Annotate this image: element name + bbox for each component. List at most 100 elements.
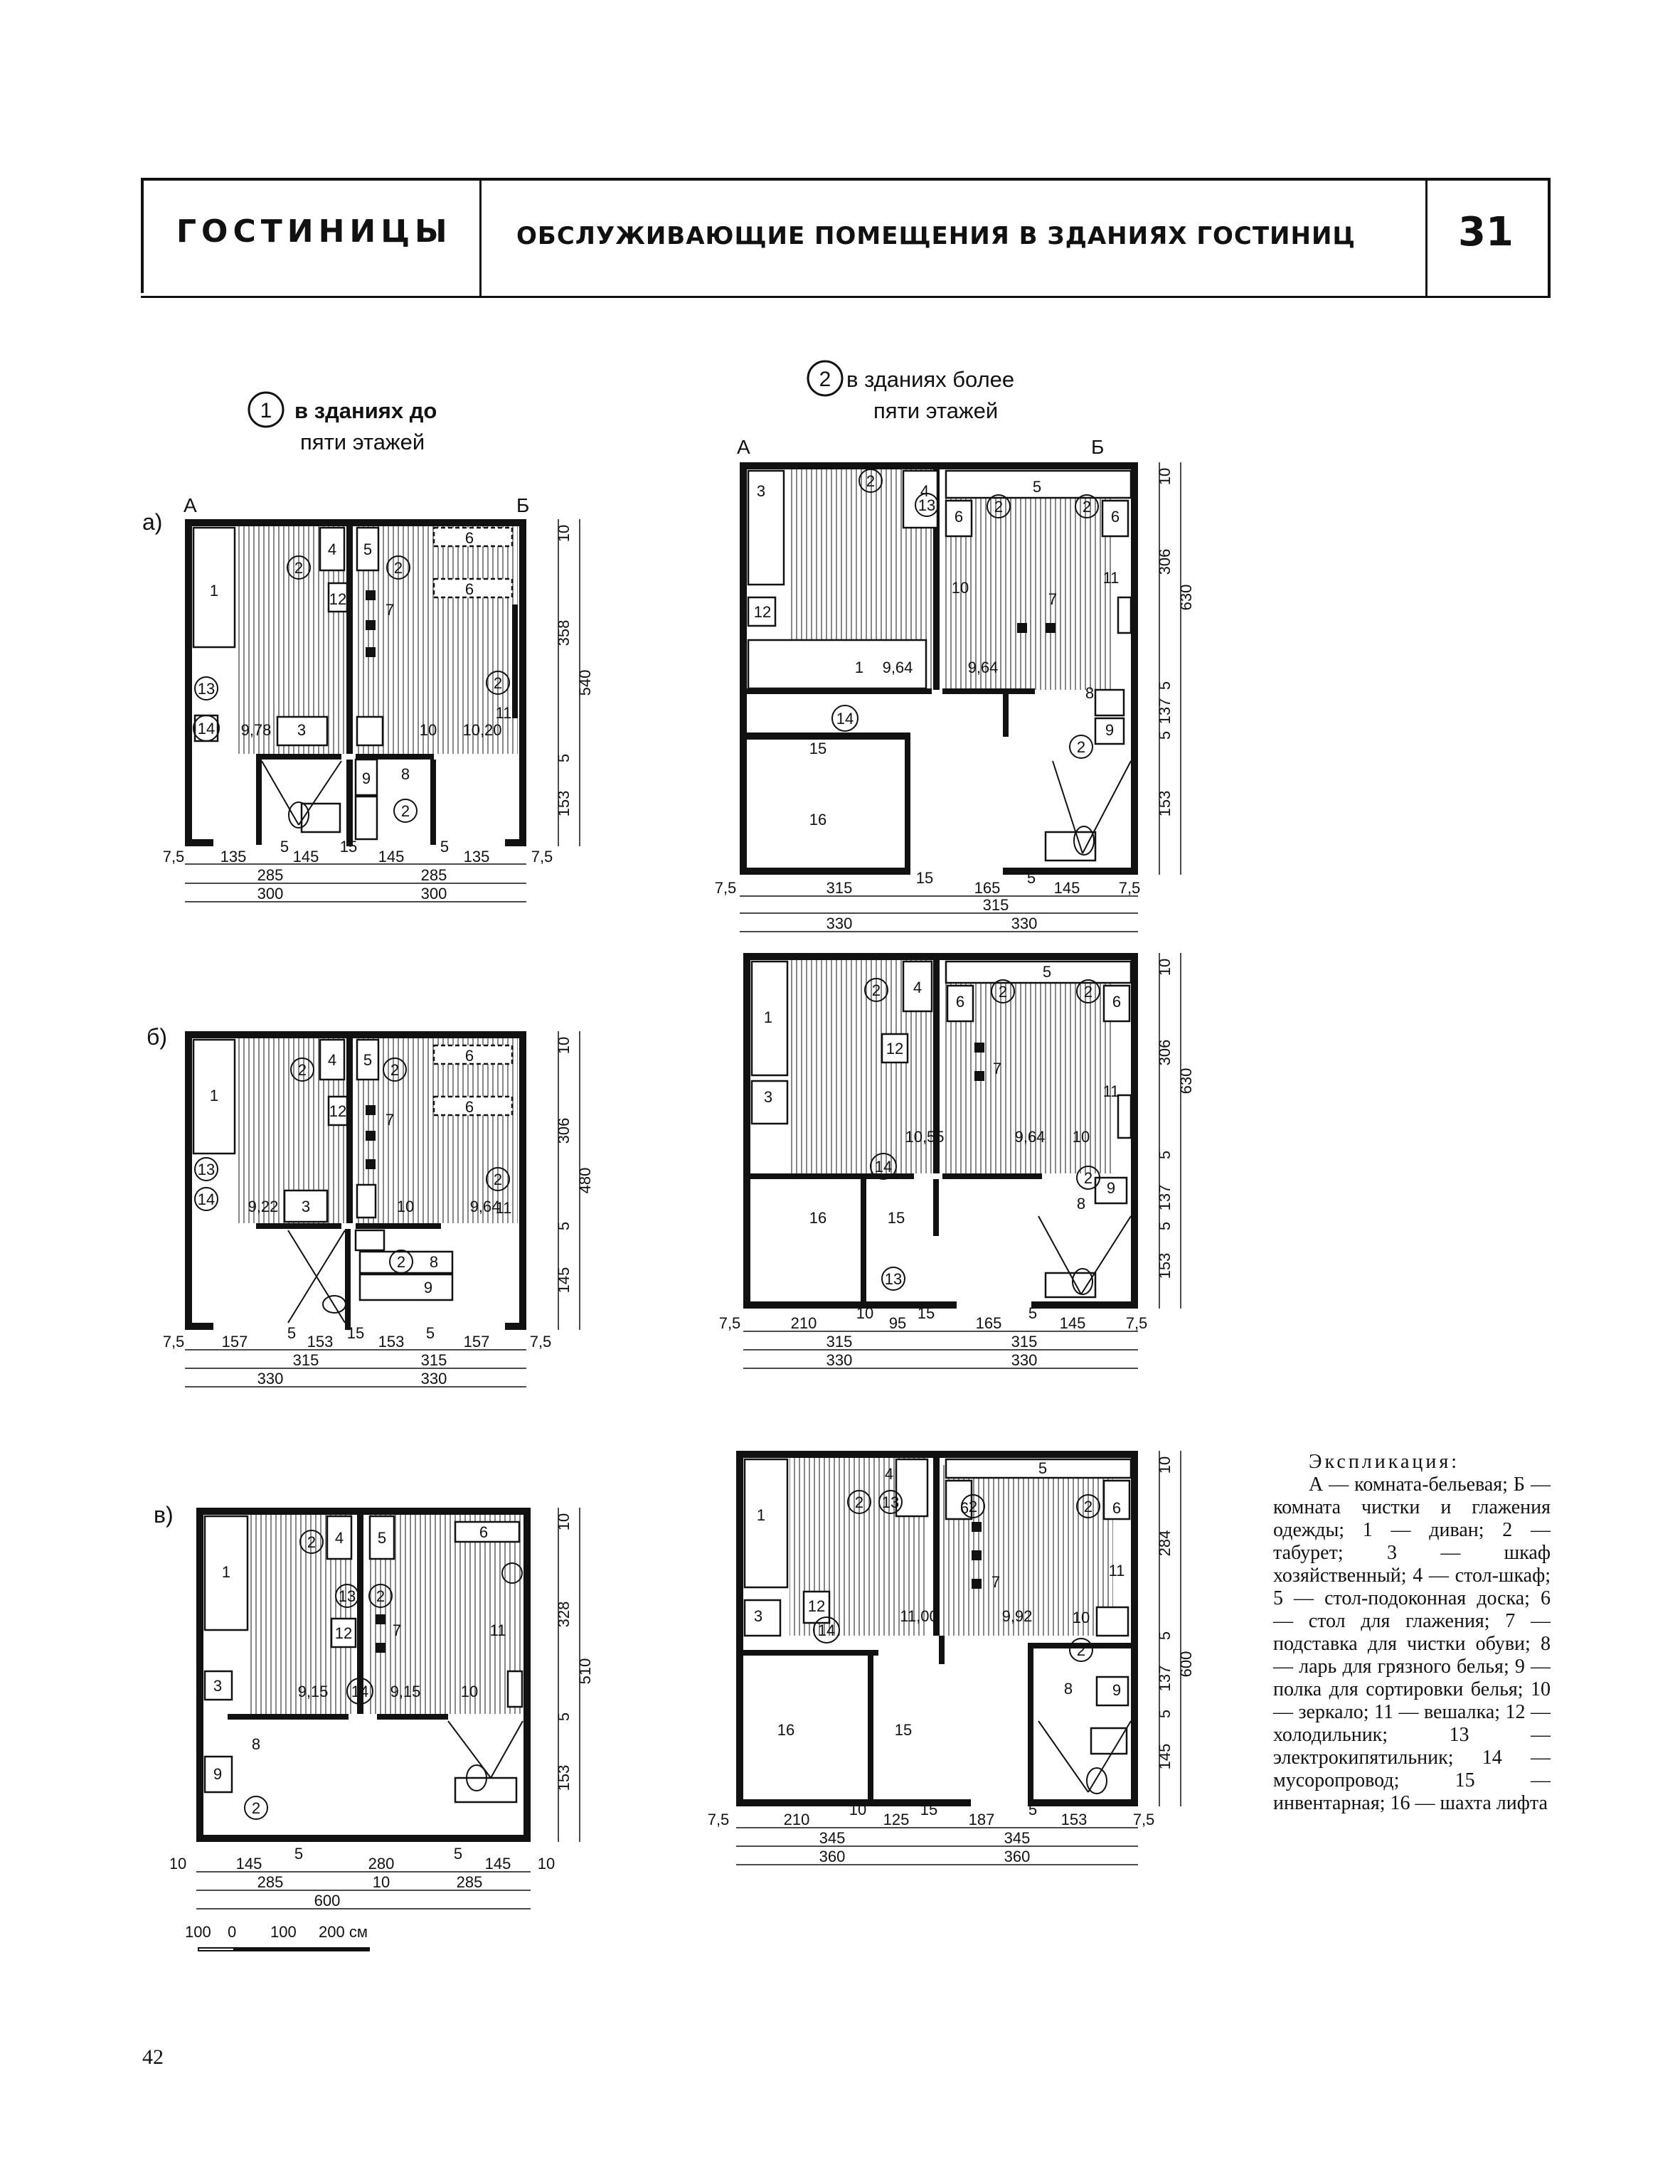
svg-text:7,5: 7,5 [1126,1314,1148,1332]
svg-text:153: 153 [1156,791,1174,817]
svg-text:2: 2 [866,472,875,490]
svg-text:11: 11 [496,1199,512,1217]
svg-text:15: 15 [347,1324,364,1342]
svg-text:165: 165 [976,1314,1002,1332]
svg-text:11: 11 [1103,569,1120,587]
svg-text:10: 10 [555,525,573,542]
corner-a: А [184,494,197,516]
svg-text:2: 2 [994,498,1003,516]
svg-text:200 см: 200 см [319,1923,368,1941]
svg-text:328: 328 [555,1602,573,1628]
svg-text:5: 5 [555,1222,573,1230]
svg-text:5: 5 [378,1529,386,1547]
svg-text:4: 4 [328,1051,336,1069]
svg-text:145: 145 [236,1855,262,1873]
svg-text:7,5: 7,5 [164,848,184,865]
svg-text:6: 6 [960,1499,969,1517]
svg-text:187: 187 [969,1811,995,1828]
svg-text:9,64: 9,64 [1015,1128,1046,1146]
svg-text:11,00: 11,00 [900,1607,937,1625]
svg-text:3: 3 [302,1198,310,1215]
svg-text:8: 8 [430,1253,438,1271]
svg-text:3: 3 [757,482,765,500]
svg-text:8: 8 [252,1735,260,1753]
svg-text:10: 10 [856,1304,873,1322]
svg-text:9: 9 [1112,1681,1121,1699]
svg-text:А: А [737,436,750,458]
svg-text:3: 3 [297,721,306,739]
svg-text:9,15: 9,15 [390,1683,421,1700]
svg-text:330: 330 [1011,915,1038,932]
svg-text:5: 5 [1156,731,1174,740]
svg-text:315: 315 [1011,1333,1038,1351]
svg-text:5: 5 [363,540,372,558]
svg-text:306: 306 [1156,1040,1174,1066]
svg-text:480: 480 [576,1168,594,1194]
group1-line2: пяти этажей [300,430,425,454]
svg-text:16: 16 [809,1209,826,1227]
svg-text:285: 285 [257,1873,284,1891]
svg-text:2: 2 [494,1171,502,1188]
svg-text:16: 16 [809,811,826,829]
svg-text:15: 15 [918,1304,935,1322]
svg-text:6: 6 [465,580,474,598]
page-number: 42 [142,2045,164,2069]
svg-text:4: 4 [885,1465,893,1483]
svg-text:4: 4 [920,482,929,500]
svg-text:145: 145 [1054,879,1080,897]
svg-text:3: 3 [213,1677,222,1695]
svg-text:14: 14 [198,720,215,737]
svg-text:5: 5 [454,1845,462,1863]
svg-text:1: 1 [210,1087,218,1104]
svg-text:315: 315 [421,1351,447,1369]
svg-text:145: 145 [1060,1314,1086,1332]
svg-text:360: 360 [819,1848,846,1865]
svg-text:540: 540 [576,670,594,696]
svg-text:165: 165 [974,879,1001,897]
svg-text:358: 358 [555,620,573,646]
svg-text:5: 5 [294,1845,303,1863]
svg-text:630: 630 [1177,585,1195,611]
svg-text:13: 13 [882,1493,899,1511]
svg-text:153: 153 [378,1333,405,1351]
svg-text:135: 135 [220,848,247,865]
svg-text:330: 330 [1011,1351,1038,1369]
svg-text:12: 12 [329,1102,346,1120]
svg-text:6: 6 [465,529,474,547]
svg-text:15: 15 [916,869,933,887]
svg-text:285: 285 [257,866,284,884]
svg-text:153: 153 [555,791,573,817]
svg-text:1: 1 [210,582,218,600]
svg-text:6: 6 [956,993,964,1011]
plan-1a: А Б [164,494,594,902]
svg-text:600: 600 [1177,1651,1195,1678]
svg-text:4: 4 [328,540,336,558]
svg-text:330: 330 [257,1370,284,1387]
svg-text:9: 9 [424,1279,432,1296]
svg-text:12: 12 [335,1624,352,1642]
svg-text:330: 330 [826,1351,853,1369]
svg-text:210: 210 [791,1314,817,1332]
variant-a-label: а) [142,509,163,535]
svg-text:2: 2 [1084,1498,1092,1516]
svg-text:6: 6 [465,1047,474,1065]
svg-text:2: 2 [855,1493,863,1511]
svg-text:5: 5 [1156,1151,1174,1159]
svg-text:1: 1 [222,1563,230,1581]
svg-text:7: 7 [1048,590,1057,608]
svg-text:12: 12 [886,1040,903,1058]
svg-text:9: 9 [1107,1179,1115,1197]
svg-text:315: 315 [826,1333,853,1351]
svg-text:300: 300 [421,885,447,902]
svg-text:5: 5 [363,1051,372,1069]
group2-line2: пяти этажей [873,398,998,423]
svg-text:6: 6 [1112,1499,1121,1517]
svg-text:345: 345 [1004,1829,1031,1847]
corner-b: Б [516,494,529,516]
svg-text:3: 3 [754,1607,762,1625]
svg-text:7: 7 [386,1111,394,1129]
